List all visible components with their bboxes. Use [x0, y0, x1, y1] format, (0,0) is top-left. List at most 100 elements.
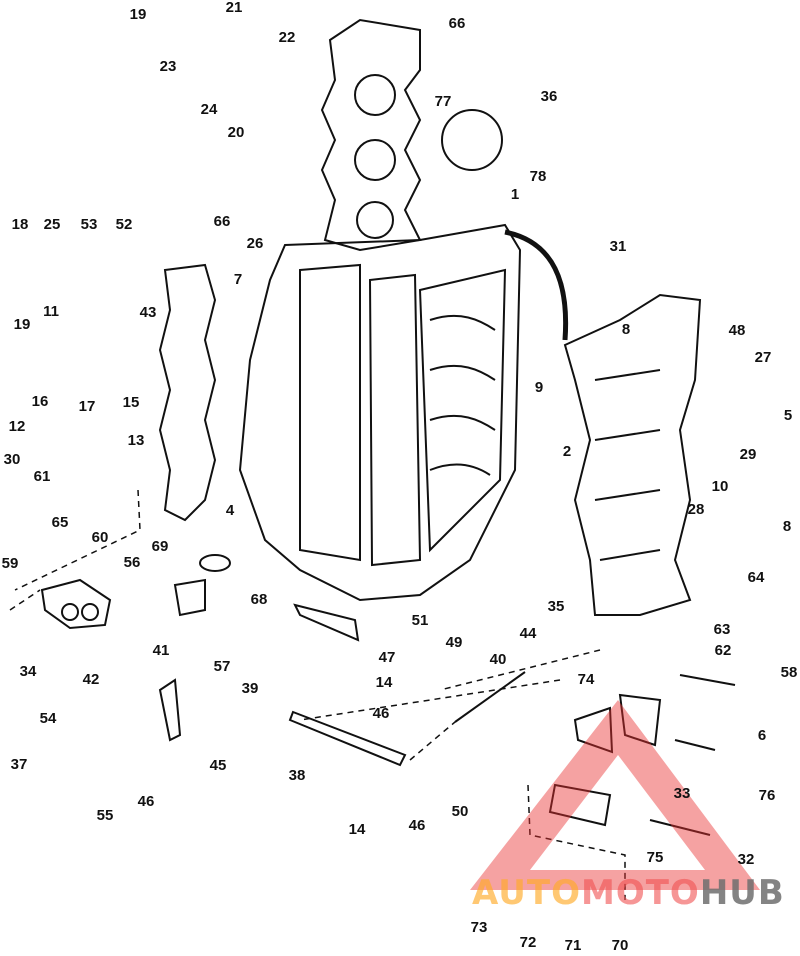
part-callout[interactable]: 33: [673, 785, 691, 802]
part-callout[interactable]: 22: [278, 29, 296, 46]
part-callout[interactable]: 66: [213, 213, 231, 230]
part-callout[interactable]: 21: [225, 0, 243, 16]
bolt-32: [649, 819, 711, 836]
part-callout[interactable]: 24: [200, 101, 218, 118]
shaft-50: [454, 671, 526, 723]
part-callout[interactable]: 59: [1, 555, 19, 572]
part-callout[interactable]: 15: [122, 394, 140, 411]
washer-69: [199, 554, 231, 572]
part-callout[interactable]: 38: [288, 767, 306, 784]
watermark-triangle: [470, 700, 760, 890]
part-callout[interactable]: 78: [529, 168, 547, 185]
part-callout[interactable]: 44: [519, 625, 537, 642]
part-callout[interactable]: 14: [348, 821, 366, 838]
part-callout[interactable]: 12: [8, 418, 26, 435]
part-callout[interactable]: 2: [562, 443, 572, 460]
part-callout[interactable]: 47: [378, 649, 396, 666]
part-callout[interactable]: 32: [737, 851, 755, 868]
part-callout[interactable]: 10: [711, 478, 729, 495]
part-callout[interactable]: 66: [448, 15, 466, 32]
part-callout[interactable]: 26: [246, 235, 264, 252]
part-callout[interactable]: 40: [489, 651, 507, 668]
part-callout[interactable]: 17: [78, 398, 96, 415]
part-callout[interactable]: 45: [209, 757, 227, 774]
part-callout[interactable]: 46: [408, 817, 426, 834]
part-callout[interactable]: 65: [51, 514, 69, 531]
sleeve-33: [548, 783, 612, 827]
part-callout[interactable]: 4: [225, 502, 235, 519]
part-callout[interactable]: 11: [43, 303, 59, 320]
part-callout[interactable]: 23: [159, 58, 177, 75]
part-callout[interactable]: 41: [152, 642, 170, 659]
part-callout[interactable]: 61: [33, 468, 51, 485]
part-callout[interactable]: 8: [782, 518, 792, 535]
part-callout[interactable]: 60: [91, 529, 109, 546]
part-callout[interactable]: 56: [123, 554, 141, 571]
part-callout[interactable]: 63: [713, 621, 731, 638]
watermark-moto: MOTO: [580, 873, 700, 913]
part-callout[interactable]: 7: [233, 271, 243, 288]
cylinder-block: [238, 223, 522, 602]
part-callout[interactable]: 27: [754, 349, 772, 366]
part-callout[interactable]: 8: [621, 321, 631, 338]
part-callout[interactable]: 64: [747, 569, 765, 586]
part-callout[interactable]: 55: [96, 807, 114, 824]
part-callout[interactable]: 6: [757, 727, 767, 744]
part-callout[interactable]: 14: [375, 674, 393, 691]
part-callout[interactable]: 42: [82, 671, 100, 688]
part-callout[interactable]: 48: [728, 322, 746, 339]
part-callout[interactable]: 68: [250, 591, 268, 608]
part-callout[interactable]: 51: [411, 612, 429, 629]
part-callout[interactable]: 50: [451, 803, 469, 820]
part-callout[interactable]: 54: [39, 710, 57, 727]
part-callout[interactable]: 31: [609, 238, 627, 255]
part-callout[interactable]: 76: [758, 787, 776, 804]
part-callout[interactable]: 37: [10, 756, 28, 773]
part-callout[interactable]: 62: [714, 642, 732, 659]
part-callout[interactable]: 46: [137, 793, 155, 810]
watermark-auto: AUTO: [472, 873, 581, 913]
part-callout[interactable]: 49: [445, 634, 463, 651]
part-callout[interactable]: 72: [519, 934, 537, 951]
part-callout[interactable]: 39: [241, 680, 259, 697]
part-callout[interactable]: 52: [115, 216, 133, 233]
lever-51: [293, 603, 360, 642]
part-callout[interactable]: 53: [80, 216, 98, 233]
watermark-hub: HUB: [699, 873, 785, 913]
part-callout[interactable]: 71: [564, 937, 582, 954]
exhaust-cover: [563, 293, 702, 616]
bracket-56: [40, 578, 112, 630]
cam-74a: [573, 706, 614, 754]
part-callout[interactable]: 70: [611, 937, 629, 954]
part-callout[interactable]: 16: [31, 393, 49, 410]
part-callout[interactable]: 20: [227, 124, 245, 141]
part-callout[interactable]: 9: [534, 379, 544, 396]
part-callout[interactable]: 19: [129, 6, 147, 23]
part-callout[interactable]: 46: [372, 705, 390, 722]
part-callout[interactable]: 77: [434, 93, 452, 110]
link-38: [288, 710, 407, 767]
part-callout[interactable]: 13: [127, 432, 145, 449]
part-callout[interactable]: 36: [540, 88, 558, 105]
part-callout[interactable]: 1: [510, 186, 520, 203]
part-callout[interactable]: 28: [687, 501, 705, 518]
dashed-guide: [9, 489, 626, 900]
part-callout[interactable]: 29: [739, 446, 757, 463]
part-callout[interactable]: 25: [43, 216, 61, 233]
part-callout[interactable]: 18: [11, 216, 29, 233]
part-callout[interactable]: 57: [213, 658, 231, 675]
cup-68: [173, 578, 206, 617]
watermark-logo: AUTOMOTOHUB: [472, 876, 785, 910]
part-callout[interactable]: 74: [577, 671, 595, 688]
part-callout[interactable]: 35: [547, 598, 565, 615]
part-callout[interactable]: 19: [13, 316, 31, 333]
part-callout[interactable]: 69: [151, 538, 169, 555]
part-callout[interactable]: 58: [780, 664, 798, 681]
part-callout[interactable]: 30: [3, 451, 21, 468]
part-callout[interactable]: 73: [470, 919, 488, 936]
part-callout[interactable]: 34: [19, 663, 37, 680]
part-callout[interactable]: 75: [646, 849, 664, 866]
part-callout[interactable]: 43: [139, 304, 157, 321]
part-callout[interactable]: 5: [783, 407, 793, 424]
